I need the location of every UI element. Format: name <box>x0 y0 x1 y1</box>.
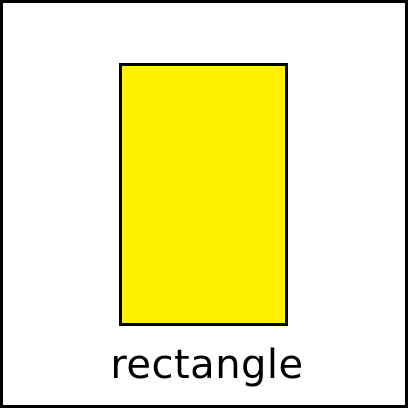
rectangle-shape <box>119 63 288 326</box>
shape-label: rectangle <box>110 342 304 388</box>
